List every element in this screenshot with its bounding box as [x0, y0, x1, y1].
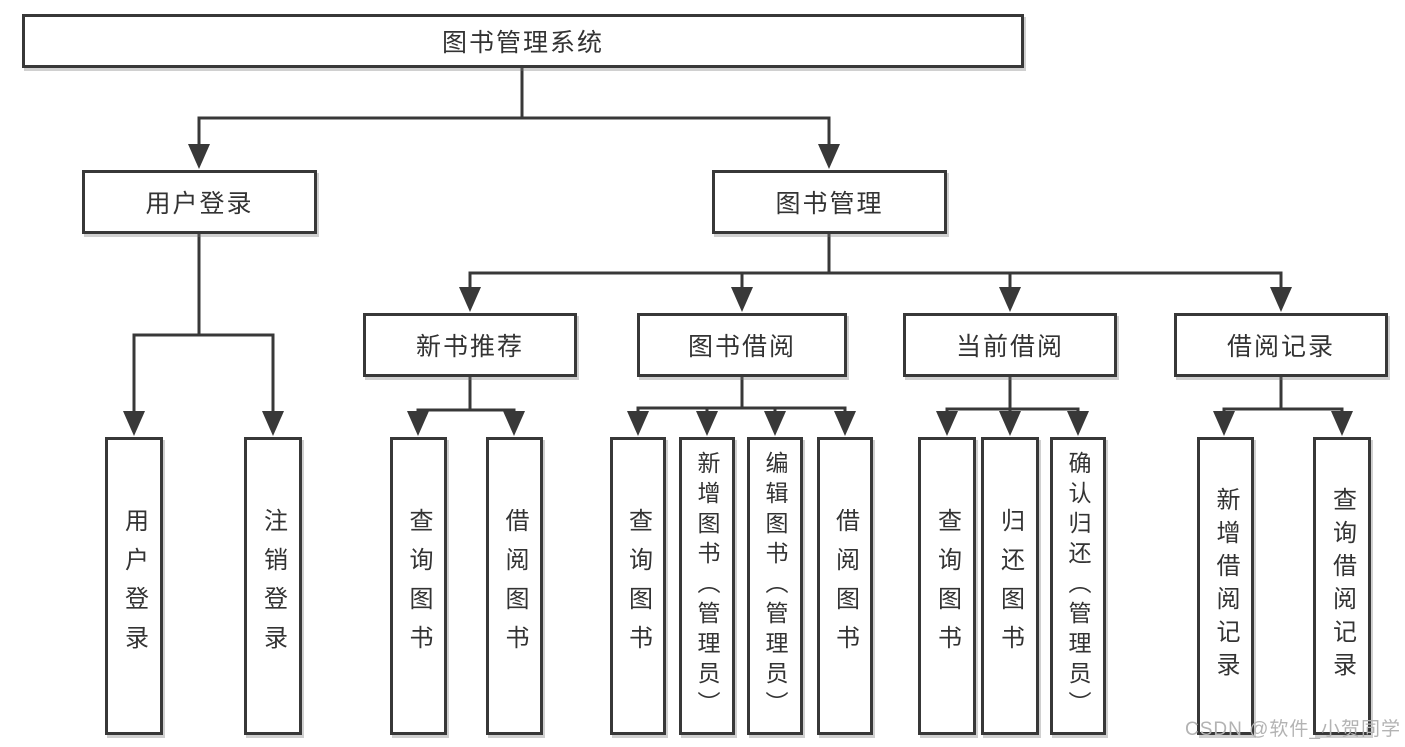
leaf-user-login: 用户登录	[105, 437, 163, 735]
leaf-add-borrow-record: 新增借阅记录	[1197, 437, 1254, 735]
leaf-add-books-admin: 新增图书（管理员）	[679, 437, 735, 735]
node-borrowing-records: 借阅记录	[1174, 313, 1388, 377]
leaf-query-borrow-record: 查询借阅记录	[1313, 437, 1371, 735]
leaf-query-books-current: 查询图书	[918, 437, 976, 735]
leaf-logout: 注销登录	[244, 437, 302, 735]
leaf-borrow-books-borrowing: 借阅图书	[817, 437, 873, 735]
leaf-query-books-borrowing: 查询图书	[610, 437, 666, 735]
node-user-login: 用户登录	[82, 170, 317, 234]
node-current-borrowing: 当前借阅	[903, 313, 1117, 377]
node-book-borrowing: 图书借阅	[637, 313, 847, 377]
leaf-confirm-return-admin: 确认归还（管理员）	[1050, 437, 1106, 735]
leaf-return-books: 归还图书	[981, 437, 1039, 735]
leaf-edit-books-admin: 编辑图书（管理员）	[747, 437, 803, 735]
leaf-borrow-books-newbooks: 借阅图书	[486, 437, 543, 735]
leaf-query-books-newbooks: 查询图书	[390, 437, 447, 735]
node-book-management: 图书管理	[712, 170, 947, 234]
node-library-management-system: 图书管理系统	[22, 14, 1024, 68]
node-new-book-recommend: 新书推荐	[363, 313, 577, 377]
watermark: CSDN @软件_小贺同学	[1185, 719, 1401, 740]
